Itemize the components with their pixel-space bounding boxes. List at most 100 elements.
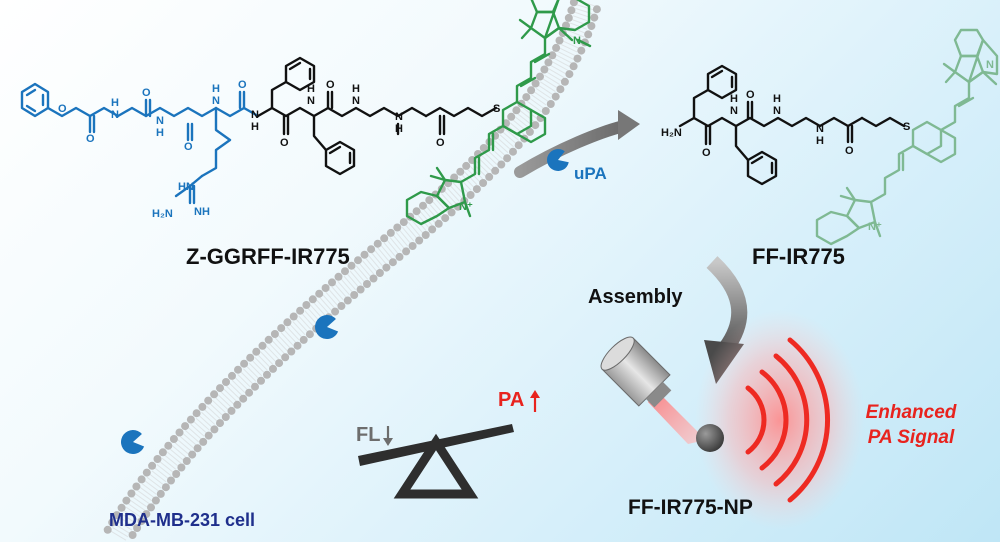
membrane-bead (466, 191, 475, 199)
product-ir775-part (815, 28, 999, 246)
membrane-bead (419, 201, 427, 210)
membrane-bead (393, 223, 402, 232)
diphenylalanine-black-part (256, 56, 498, 176)
membrane-bead (234, 365, 242, 374)
membrane-bead (497, 160, 506, 169)
membrane-bead (512, 106, 521, 115)
membrane-bead (192, 409, 201, 418)
svg-text:S: S (493, 103, 500, 115)
svg-text:N: N (156, 115, 164, 127)
membrane-bead (263, 370, 271, 379)
svg-text:N: N (111, 109, 119, 121)
membrane-bead (367, 245, 376, 254)
cell-membrane (103, 0, 601, 541)
membrane-bead (169, 435, 178, 443)
membrane-bead (172, 470, 181, 478)
membrane-bead (347, 261, 356, 270)
svg-text:N: N (212, 95, 220, 107)
assembly-label: Assembly (588, 286, 683, 308)
svg-text:N: N (730, 105, 738, 117)
membrane-bead (456, 167, 465, 176)
membrane-bead (216, 419, 224, 428)
product-structure: H₂N O NH O NH NH O S N (661, 28, 999, 246)
membrane-bead (587, 22, 596, 30)
substrate-label: Z-GGRFF-IR775 (186, 244, 350, 269)
membrane-bead (514, 141, 523, 150)
membrane-bead (299, 335, 308, 344)
membrane-bead (395, 252, 404, 261)
product-atom-labels: H₂N O NH O NH NH O S (661, 89, 910, 159)
svg-text:O: O (142, 87, 151, 99)
membrane-bead (164, 441, 173, 450)
membrane-bead (415, 236, 424, 245)
membrane-bead (447, 208, 456, 217)
substrate-structure: O O H N O N H O N H O HN H₂N NH (20, 0, 592, 226)
svg-text:N⁺: N⁺ (868, 221, 882, 233)
svg-text:N: N (816, 123, 824, 135)
pa-label: PA (498, 389, 525, 411)
membrane-bead (315, 289, 324, 298)
membrane-bead (531, 79, 540, 88)
membrane-bead (584, 30, 593, 39)
membrane-bead (343, 296, 352, 305)
membrane-bead (341, 267, 349, 276)
membrane-bead (132, 482, 141, 491)
enzyme-label: uPA (574, 164, 607, 183)
photoacoustic-transducer-icon (600, 336, 706, 444)
membrane-bead (133, 524, 142, 532)
membrane-bead (158, 448, 167, 457)
ir775-green-part (405, 0, 592, 226)
membrane-bead (522, 93, 531, 102)
enhanced-signal-line1: Enhanced (865, 402, 957, 423)
membrane-bead (177, 463, 186, 472)
peptide-blue-part (20, 82, 260, 205)
peptide-atom-labels: O O H N O N H O N H O HN H₂N NH (58, 79, 247, 220)
membrane-bead (287, 347, 296, 356)
membrane-bead (525, 127, 534, 136)
membrane-bead (269, 364, 277, 373)
svg-text:H: H (251, 121, 259, 133)
membrane-bead (148, 461, 157, 470)
membrane-bead (441, 214, 450, 223)
membrane-bead (198, 402, 207, 411)
membrane-bead (552, 43, 561, 52)
membrane-bead (479, 144, 488, 152)
membrane-bead (127, 489, 136, 498)
membrane-bead (188, 450, 197, 459)
svg-text:N: N (307, 95, 315, 107)
svg-text:N: N (986, 59, 994, 71)
membrane-bead (369, 274, 378, 283)
svg-text:N: N (573, 35, 581, 47)
membrane-bead (302, 301, 311, 309)
signal-wave-icon (745, 337, 831, 503)
svg-text:H: H (730, 93, 738, 105)
svg-text:N: N (395, 111, 403, 123)
membrane-bead (293, 341, 302, 350)
svg-text:O: O (184, 141, 193, 153)
membrane-bead (233, 400, 242, 409)
svg-text:H: H (395, 123, 403, 135)
atom-o: O (58, 103, 67, 115)
membrane-bead (210, 390, 219, 399)
membrane-bead (264, 335, 273, 344)
membrane-bead (156, 489, 165, 498)
membrane-bead (541, 107, 550, 115)
membrane-bead (289, 312, 298, 321)
membrane-bead (356, 285, 365, 294)
atom-nh: NH (194, 206, 210, 218)
membrane-bead (245, 388, 254, 397)
svg-text:N⁺: N⁺ (459, 201, 473, 213)
membrane-bead (592, 5, 601, 14)
svg-text:O: O (326, 79, 335, 91)
svg-text:H: H (816, 135, 824, 147)
cleavage-arrow (514, 110, 640, 178)
membrane-bead (491, 166, 500, 175)
membrane-bead (186, 415, 195, 424)
membrane-bead (350, 291, 359, 299)
membrane-bead (386, 228, 395, 237)
membrane-bead (252, 347, 261, 356)
svg-text:H₂N: H₂N (661, 127, 682, 139)
membrane-bead (283, 318, 292, 327)
svg-text:O: O (746, 89, 755, 101)
svg-text:S: S (903, 121, 910, 133)
